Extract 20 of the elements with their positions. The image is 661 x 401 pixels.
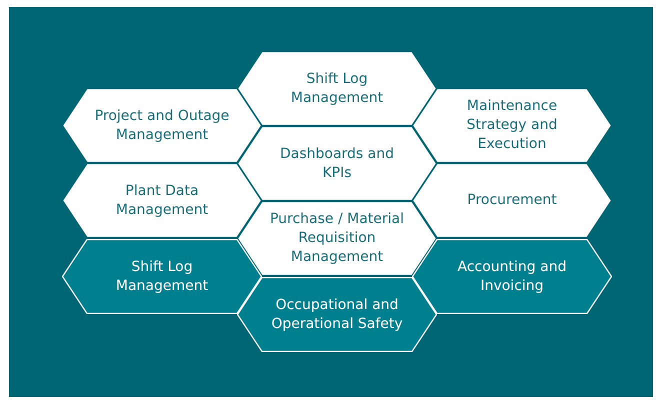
hexagon-tile — [412, 88, 612, 163]
tile-label: Procurement — [466, 191, 558, 210]
hexagon-tile — [412, 163, 612, 238]
hexagon-tile — [412, 239, 612, 314]
hexagon-tile — [62, 239, 262, 314]
tile-label: Accounting and Invoicing — [456, 258, 568, 296]
tile-label: Maintenance Strategy and Execution — [466, 97, 558, 154]
hexagon-tile — [237, 51, 437, 126]
hexagon-tile — [237, 277, 437, 352]
tile-label: Dashboards and KPIs — [278, 144, 396, 182]
tile-label: Plant Data Management — [114, 182, 210, 220]
tile-label: Occupational and Operational Safety — [270, 296, 404, 334]
hexagon-tile — [237, 201, 437, 276]
hexagon-tile — [62, 88, 262, 163]
hexagon-tile — [62, 163, 262, 238]
tile-label: Project and Outage Management — [94, 106, 230, 144]
hexagon-tile — [237, 126, 437, 201]
tile-label: Purchase / Material Requisition Management — [268, 210, 406, 267]
tile-label: Shift Log Management — [114, 258, 210, 296]
tile-label: Shift Log Management — [290, 70, 384, 108]
